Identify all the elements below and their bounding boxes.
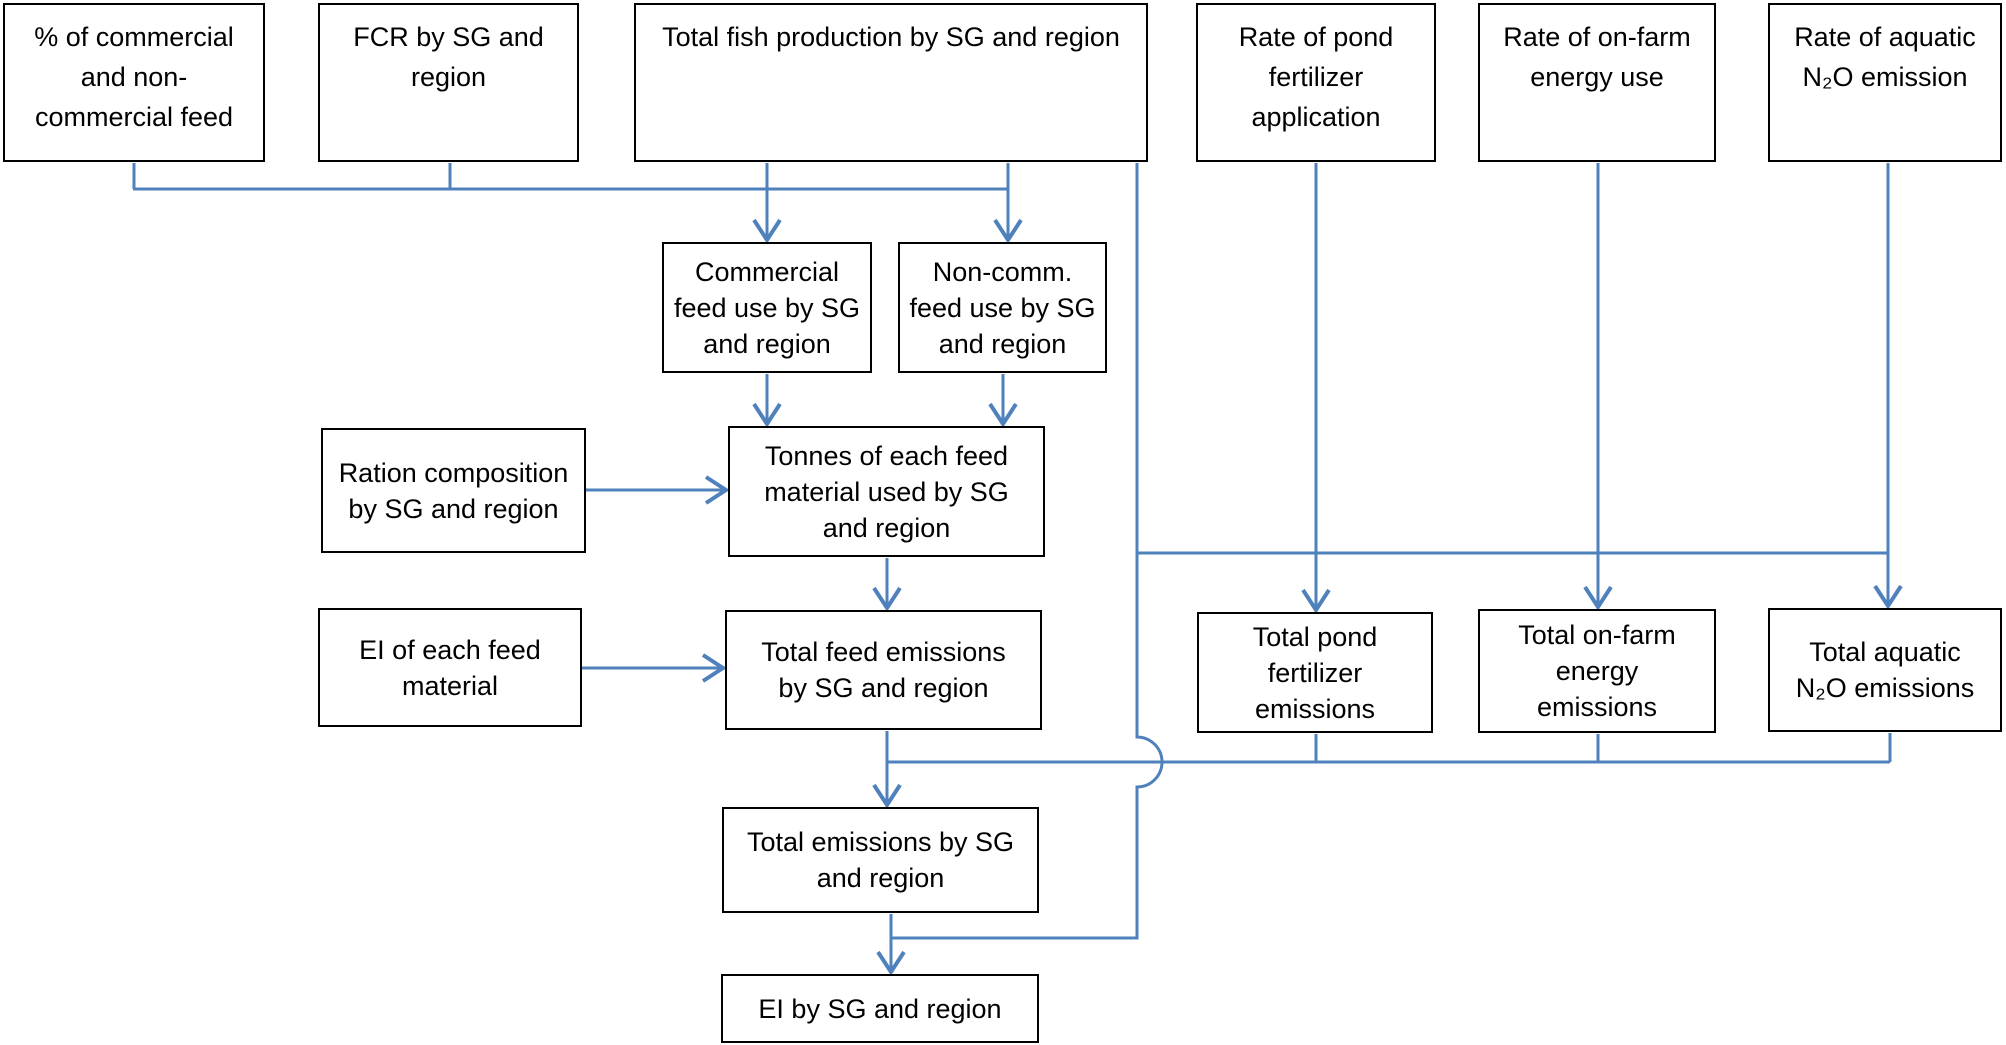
node-tonnes-feed-material: Tonnes of each feed material used by SG …: [728, 426, 1045, 557]
node-commercial-feed-use: Commercial feed use by SG and region: [662, 242, 872, 373]
node-ei-feed-material: EI of each feed material: [318, 608, 582, 727]
node-n2o-emissions: Total aquatic N₂O emissions: [1768, 608, 2002, 732]
node-pct-commercial-feed: % of commercial and non- commercial feed: [3, 3, 265, 162]
node-noncomm-feed-use: Non-comm. feed use by SG and region: [898, 242, 1107, 373]
node-n2o-emission-rate: Rate of aquatic N₂O emission: [1768, 3, 2002, 162]
arrowhead-pondrate: [1301, 588, 1331, 614]
arrowhead-n2orate: [1873, 584, 1903, 610]
arrowhead-energyrate: [1583, 585, 1613, 611]
arrowhead-commercial: [752, 218, 782, 244]
node-total-fish-production: Total fish production by SG and region: [634, 3, 1148, 162]
node-fcr: FCR by SG and region: [318, 3, 579, 162]
arrowhead-noncomm: [993, 218, 1023, 244]
node-total-emissions: Total emissions by SG and region: [722, 807, 1039, 913]
node-energy-emissions: Total on-farm energy emissions: [1478, 609, 1716, 733]
arrowhead-tonnes-feedemissions: [872, 586, 902, 612]
node-ration-composition: Ration composition by SG and region: [321, 428, 586, 553]
arrowhead-commfeed-tonnes: [752, 402, 782, 428]
node-total-feed-emissions: Total feed emissions by SG and region: [725, 610, 1042, 730]
node-pond-fertilizer-emissions: Total pond fertilizer emissions: [1197, 612, 1433, 733]
arrowhead-ration-tonnes: [704, 475, 730, 505]
arrowhead-feedemissions-total: [872, 783, 902, 809]
node-ei-result: EI by SG and region: [721, 974, 1039, 1043]
connector-production-vertical: [891, 163, 1164, 940]
arrowhead-noncommfeed-tonnes: [988, 402, 1018, 428]
node-pond-fertilizer-rate: Rate of pond fertilizer application: [1196, 3, 1436, 162]
node-energy-use-rate: Rate of on-farm energy use: [1478, 3, 1716, 162]
arrowhead-total-ei: [876, 950, 906, 976]
arrowhead-eifeed-feedemissions: [701, 653, 727, 683]
